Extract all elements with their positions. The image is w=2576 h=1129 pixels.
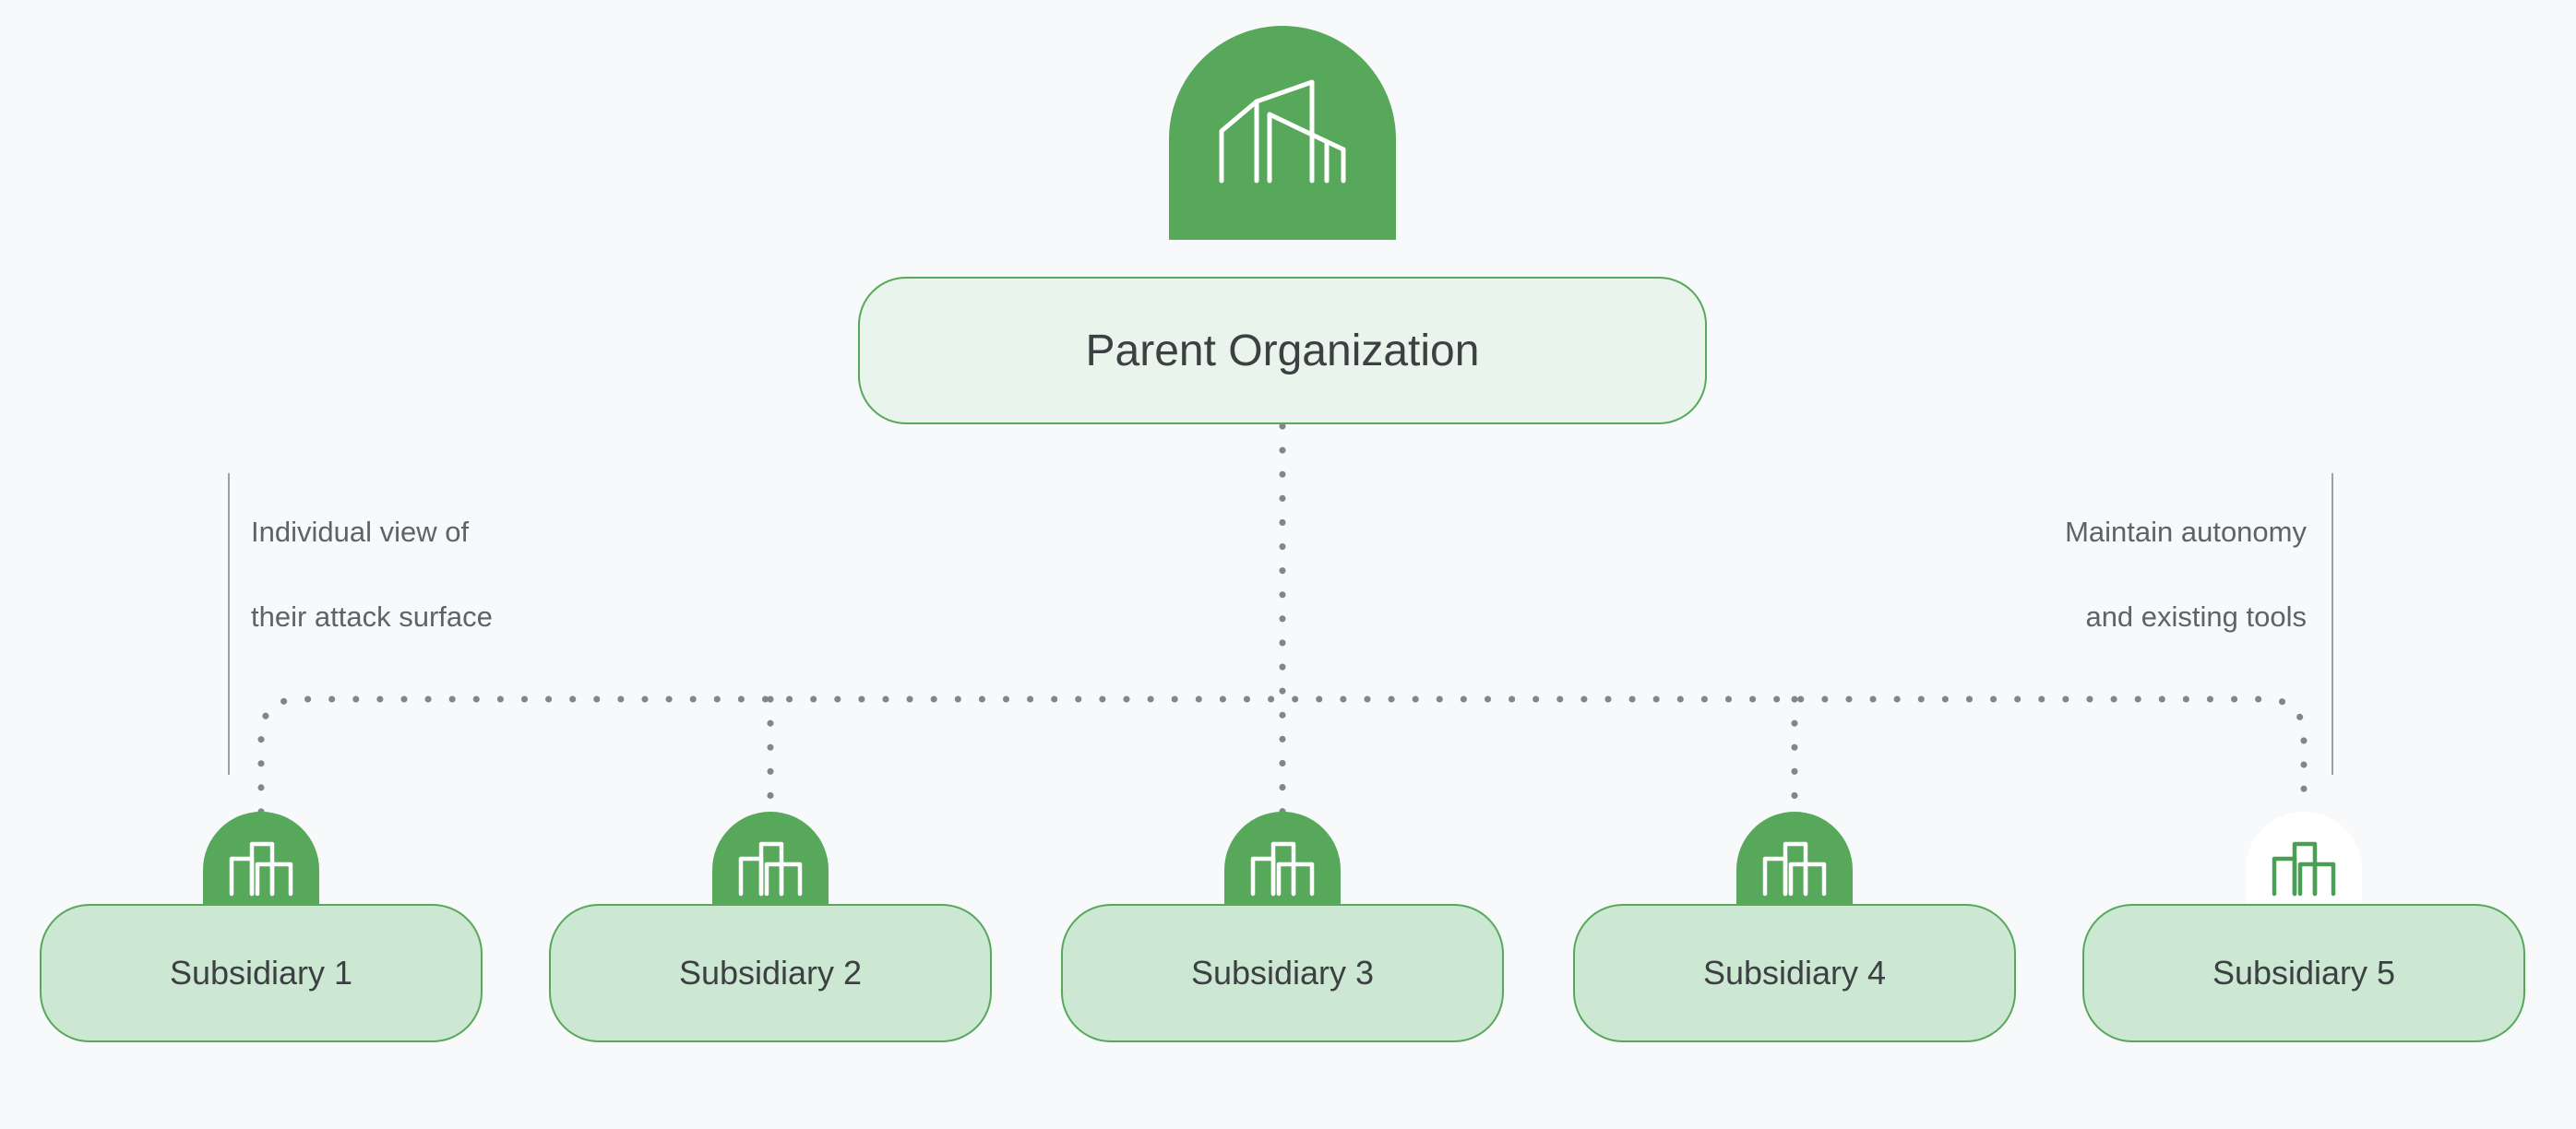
subsidiary-label-5: Subsidiary 5	[2212, 954, 2396, 992]
left-annotation-rule	[228, 473, 230, 775]
subsidiary-pill-1[interactable]: Subsidiary 1	[40, 904, 483, 1042]
parent-organization-node[interactable]	[1169, 26, 1396, 240]
left-annotation-line1: Individual view of	[251, 516, 470, 548]
building-skyline-icon	[2272, 841, 2336, 897]
right-annotation-line2: and existing tools	[2085, 600, 2307, 633]
subsidiary-pill-4[interactable]: Subsidiary 4	[1573, 904, 2016, 1042]
subsidiary-pill-3[interactable]: Subsidiary 3	[1061, 904, 1504, 1042]
parent-organization-pill[interactable]: Parent Organization	[858, 277, 1707, 424]
right-annotation-rule	[2332, 473, 2333, 775]
subsidiary-label-4: Subsidiary 4	[1702, 954, 1887, 992]
building-skyline-icon	[229, 841, 293, 897]
subsidiary-label-2: Subsidiary 2	[678, 954, 863, 992]
parent-icon-badge	[1169, 26, 1396, 240]
parent-organization-label: Parent Organization	[1085, 326, 1480, 375]
subsidiary-pill-2[interactable]: Subsidiary 2	[549, 904, 992, 1042]
left-annotation: Individual view of their attack surface	[251, 469, 620, 681]
building-skyline-icon	[738, 841, 803, 897]
left-annotation-line2: their attack surface	[251, 600, 493, 633]
subsidiary-label-3: Subsidiary 3	[1190, 954, 1375, 992]
building-skyline-icon	[1219, 79, 1346, 184]
right-annotation: Maintain autonomy and existing tools	[1938, 469, 2307, 681]
building-skyline-icon	[1762, 841, 1827, 897]
building-skyline-icon	[1250, 841, 1315, 897]
subsidiary-pill-5[interactable]: Subsidiary 5	[2082, 904, 2525, 1042]
right-annotation-line1: Maintain autonomy	[2065, 516, 2307, 548]
subsidiary-label-1: Subsidiary 1	[169, 954, 353, 992]
